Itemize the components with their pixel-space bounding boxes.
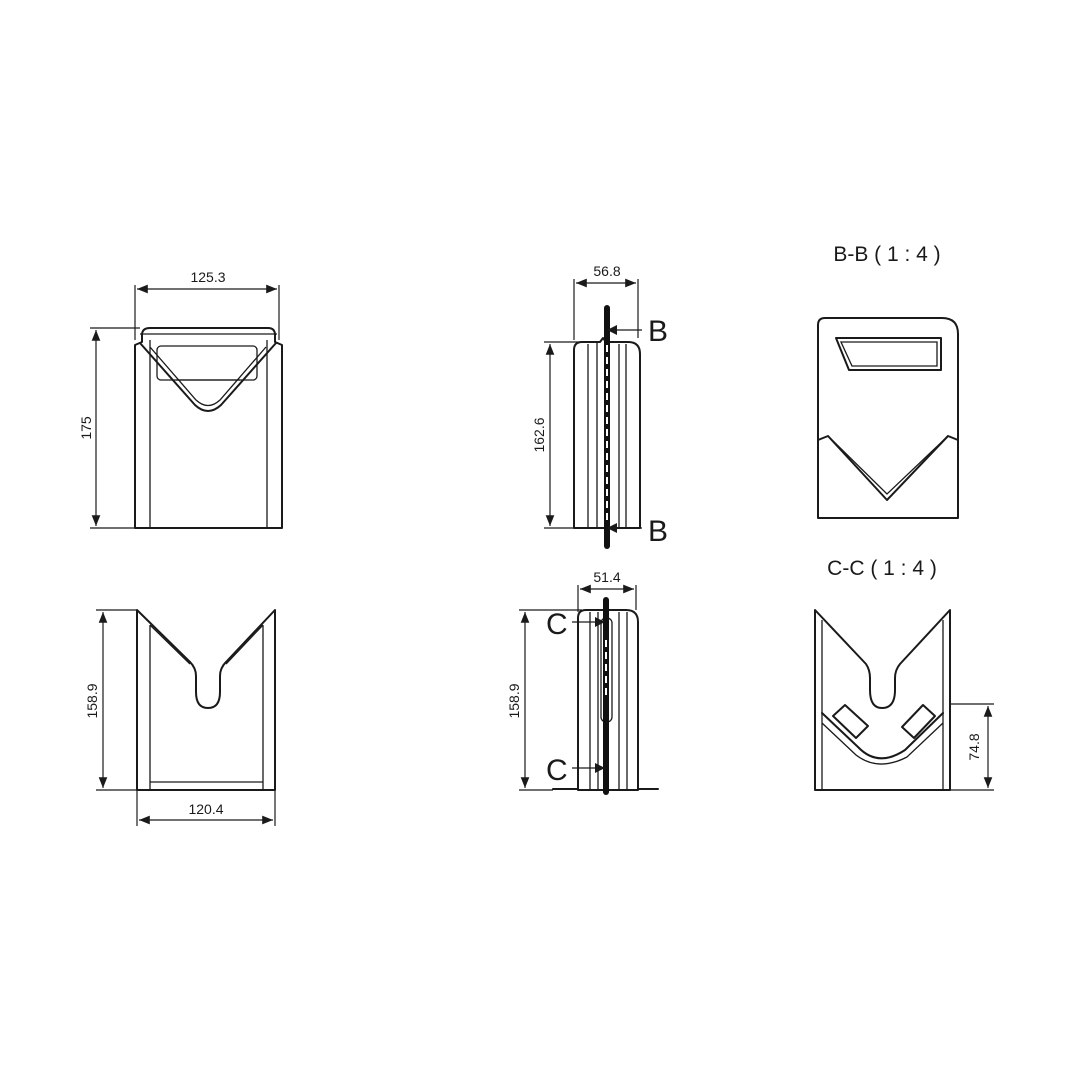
dim-height-side-bottom: 158.9 <box>506 683 522 718</box>
dim-height-side-top: 162.6 <box>531 417 547 452</box>
dim-height-cc: 74.8 <box>966 733 982 760</box>
dim-width-bottom: 120.4 <box>188 801 223 817</box>
dim-height-top: 175 <box>78 416 94 440</box>
dim-width-top: 125.3 <box>190 269 225 285</box>
dim-width-side-bottom: 51.4 <box>593 569 620 585</box>
front-view-top: 125.3 175 <box>78 269 283 529</box>
side-view-top: B B 56.8 162.6 <box>531 263 668 549</box>
section-letter-c-top: C <box>546 608 568 641</box>
side-view-bottom: C C 51.4 158.9 <box>506 569 659 795</box>
section-letter-c-bottom: C <box>546 754 568 787</box>
section-cc-title: C-C ( 1 : 4 ) <box>827 557 937 580</box>
section-letter-b-bottom: B <box>648 515 668 548</box>
section-bb-view: B-B ( 1 : 4 ) <box>817 243 959 519</box>
section-bb-title: B-B ( 1 : 4 ) <box>833 243 940 266</box>
dim-width-side-top: 56.8 <box>593 263 620 279</box>
front-view-bottom: 158.9 120.4 <box>84 609 276 826</box>
dim-height-bottom: 158.9 <box>84 683 100 718</box>
section-cc-view: C-C ( 1 : 4 ) 74.8 <box>814 557 994 791</box>
section-letter-b-top: B <box>648 315 668 348</box>
